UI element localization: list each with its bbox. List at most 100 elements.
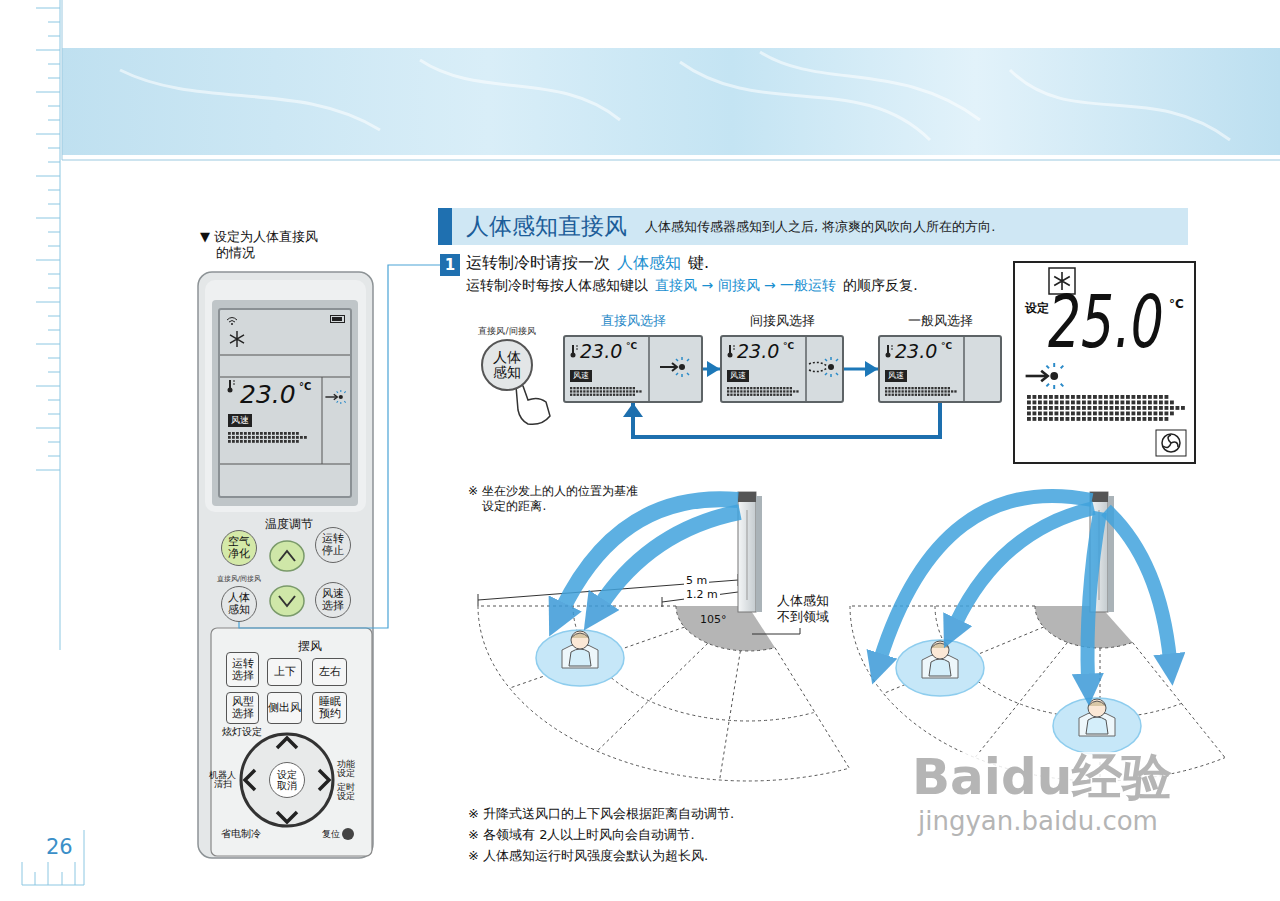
icon-part-part [796,390,798,392]
icon-part-part [935,387,937,389]
icon-part-part [1148,406,1152,410]
icon-part-part [1137,417,1141,421]
button-text: 侧出风 [268,702,301,714]
sensing-zone-left-part [600,512,740,606]
icon-part-part [596,387,598,389]
icon-part-part [1143,412,1147,416]
icon-part-part [1143,406,1147,410]
icon-part-part [252,432,255,435]
icon-part-part [1121,406,1125,410]
icon-part-part [935,394,937,396]
icon-part-part [938,387,940,389]
icon-part-part [256,432,259,435]
icon-part-part [757,390,759,392]
icon-part-part [790,387,792,389]
icon-part-part [773,387,775,389]
icon-part-part [1115,406,1119,410]
temperature-reading: 23.0 [580,342,622,361]
temperature-reading: 23.0 [895,342,937,361]
icon-part-part [272,432,275,435]
round-button: 风速 选择 [315,582,351,618]
button-caption: 直接风/间接风 [468,326,546,337]
icon-part-part [1044,412,1048,416]
page-ruler-part [36,8,60,470]
text-line: 运转制冷时请按一次人体感知键. [466,253,709,273]
icon-part-part [676,357,689,377]
page-ruler-part [60,0,61,650]
icon-part-part [1115,417,1119,421]
icon-part-part [1137,406,1141,410]
sensing-zone-left [478,492,849,781]
button-label: 温度调节 [265,517,313,531]
icon-part-part [905,394,907,396]
icon-part-part [1071,395,1075,399]
icon-part-part [938,394,940,396]
icon-part-part [260,432,263,435]
instruction-text: 运转制冷时每按人体感知键以 [466,277,648,295]
icon-part-part [623,387,625,389]
icon-part-part [610,387,612,389]
icon-part-part [1033,406,1037,410]
icon-part-part [730,394,732,396]
icon-part-part [1126,417,1130,421]
icon-part-part [570,394,572,396]
temperature-reading: 23.0 [240,382,296,407]
icon-part-part [1038,401,1042,405]
icon-part-part [744,394,746,396]
icon-part-part [1104,395,1108,399]
icon-part [220,355,350,464]
icon-part-part [753,387,755,389]
remote-control-part [241,734,333,826]
icon-part-part [1121,412,1125,416]
icon-part-part [1121,417,1125,421]
icon-part-part [1044,417,1048,421]
icon-part-part [590,387,592,389]
icon-part-part [1082,412,1086,416]
icon-part-part [886,353,891,358]
icon-part-part [1163,435,1178,447]
icon-part-part [1038,412,1042,416]
icon-part-part [228,436,231,439]
icon-part-part [954,390,956,392]
icon-part-part [911,390,913,392]
icon-part-part [626,394,628,396]
icon-part-part [915,394,917,396]
icon-part-part [600,390,602,392]
button-text: 设定 取消 [277,769,297,791]
icon-part-part [944,387,946,389]
icon-part-part [1060,395,1064,399]
icon-part-part [613,394,615,396]
icon-part-part [280,436,283,439]
icon-part-part [236,440,239,443]
icon-part-part-part [1046,363,1063,389]
button-text: 人体 感知 [493,350,521,381]
icon-part-part [750,390,752,392]
icon-part-part [1165,406,1169,410]
sensing-zone-left-part [676,606,775,651]
icon-part-part [1038,417,1042,421]
icon-part-part [272,440,275,443]
icon-part-part [260,436,263,439]
icon-part-part [332,317,342,321]
icon-part-part [580,390,582,392]
remote-control-part [270,541,304,571]
watermark: jingyan.baidu.com [918,808,1158,834]
icon-part-part [790,394,792,396]
button-circle: 人体 感知 [221,586,257,622]
icon-part-part [1110,401,1114,405]
sensing-zone-right-part [1088,512,1101,680]
icon-part-part [1170,412,1174,416]
icon-part-part [908,390,910,392]
icon-part-part [763,394,765,396]
icon-part-part [633,387,635,389]
icon-part-part [727,387,729,389]
icon-part-part [747,394,749,396]
page-ruler-part [84,830,85,885]
icon-part-part [603,387,605,389]
icon-part-part [895,394,897,396]
icon-part-part [885,394,887,396]
icon-part-part [232,432,235,435]
icon-part-part [292,432,295,435]
icon-part-part [1027,401,1031,405]
icon-part-part-part [337,390,346,404]
